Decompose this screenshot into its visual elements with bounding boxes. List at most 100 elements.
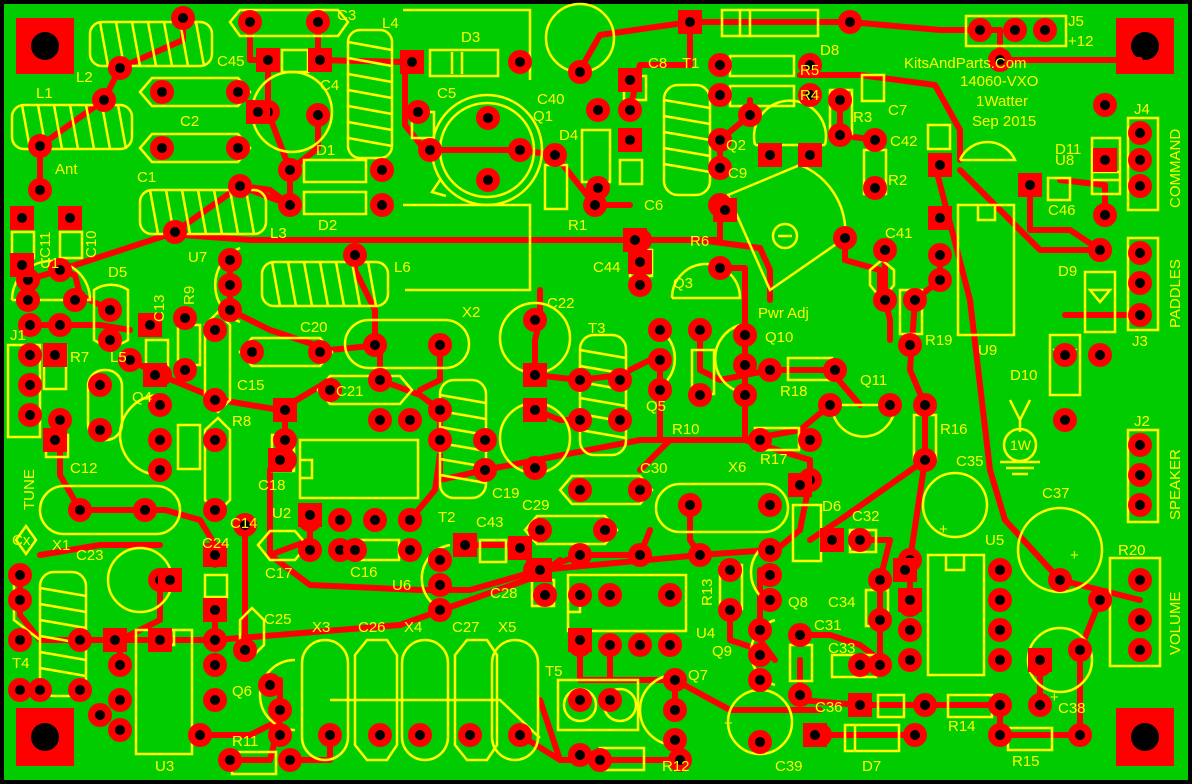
label-q7: Q7 bbox=[688, 667, 708, 684]
drill-hole bbox=[225, 305, 235, 315]
drill-hole bbox=[720, 205, 730, 215]
drill-hole bbox=[1100, 100, 1110, 110]
label-u6: U6 bbox=[392, 577, 411, 594]
drill-hole bbox=[835, 95, 845, 105]
label-d5: D5 bbox=[108, 264, 127, 281]
label-c20: C20 bbox=[300, 319, 328, 336]
label-c11: C11 bbox=[37, 232, 54, 258]
label-u9: U9 bbox=[978, 342, 997, 359]
drill-hole bbox=[405, 515, 415, 525]
label-x5: X5 bbox=[498, 619, 516, 636]
label-paddles: PADDLES bbox=[1167, 259, 1184, 328]
drill-hole bbox=[805, 150, 815, 160]
drill-hole bbox=[25, 410, 35, 420]
label-c13: C13 bbox=[151, 294, 168, 322]
drill-hole bbox=[105, 305, 115, 315]
drill-hole bbox=[905, 655, 915, 665]
label-u5: U5 bbox=[985, 532, 1004, 549]
drill-hole bbox=[15, 570, 25, 580]
drill-hole bbox=[1095, 595, 1105, 605]
label-t2: T2 bbox=[438, 509, 456, 526]
drill-hole bbox=[920, 455, 930, 465]
label-pwr-adj: Pwr Adj bbox=[758, 305, 809, 322]
label-l3: L3 bbox=[270, 225, 287, 242]
drill-hole bbox=[625, 105, 635, 115]
drill-hole bbox=[635, 550, 645, 560]
drill-hole bbox=[595, 755, 605, 765]
drill-hole bbox=[855, 700, 865, 710]
drill-hole bbox=[975, 25, 985, 35]
drill-hole bbox=[247, 347, 257, 357]
drill-hole bbox=[635, 640, 645, 650]
drill-hole bbox=[275, 455, 285, 465]
drill-hole bbox=[70, 295, 80, 305]
drill-hole bbox=[75, 505, 85, 515]
drill-hole bbox=[635, 280, 645, 290]
label-l1: L1 bbox=[36, 85, 53, 102]
drill-hole bbox=[210, 395, 220, 405]
drill-hole bbox=[335, 515, 345, 525]
drill-hole bbox=[1035, 700, 1045, 710]
drill-hole bbox=[593, 105, 603, 115]
label-q4: Q4 bbox=[132, 389, 152, 406]
drill-hole bbox=[240, 520, 250, 530]
drill-hole bbox=[880, 245, 890, 255]
drill-hole bbox=[1095, 245, 1105, 255]
drill-hole bbox=[655, 325, 665, 335]
drill-hole bbox=[17, 213, 27, 223]
label-c24: C24 bbox=[202, 535, 230, 552]
label-q9: Q9 bbox=[712, 643, 732, 660]
label-c16: C16 bbox=[350, 564, 378, 581]
drill-hole bbox=[1135, 645, 1145, 655]
drill-hole bbox=[1100, 210, 1110, 220]
drill-hole bbox=[95, 380, 105, 390]
drill-hole bbox=[157, 87, 167, 97]
label-c46: C46 bbox=[1048, 202, 1076, 219]
drill-hole bbox=[875, 660, 885, 670]
label-d2: D2 bbox=[318, 217, 337, 234]
drill-hole bbox=[435, 555, 445, 565]
drill-hole bbox=[805, 90, 815, 100]
drill-hole bbox=[480, 465, 490, 475]
label-r4: R4 bbox=[800, 87, 819, 104]
drill-hole bbox=[435, 580, 445, 590]
drill-hole bbox=[350, 250, 360, 260]
drill-hole bbox=[575, 415, 585, 425]
label-c21: C21 bbox=[336, 383, 364, 400]
title-line-4: Sep 2015 bbox=[972, 113, 1036, 130]
drill-hole bbox=[905, 625, 915, 635]
label-r15: R15 bbox=[1012, 753, 1040, 770]
component-pads bbox=[8, 6, 1152, 772]
label-c29: C29 bbox=[522, 497, 550, 514]
label-plus12: +12 bbox=[1068, 33, 1093, 50]
drill-hole bbox=[275, 730, 285, 740]
drill-hole bbox=[1135, 278, 1145, 288]
drill-hole bbox=[35, 141, 45, 151]
label-x3: X3 bbox=[312, 619, 330, 636]
drill-hole bbox=[655, 355, 665, 365]
drill-hole bbox=[305, 545, 315, 555]
drill-hole bbox=[325, 730, 335, 740]
drill-hole bbox=[575, 635, 585, 645]
drill-hole bbox=[370, 340, 380, 350]
drill-hole bbox=[55, 320, 65, 330]
label-c9: C9 bbox=[728, 165, 747, 182]
drill-hole bbox=[435, 340, 445, 350]
drill-hole bbox=[855, 535, 865, 545]
drill-hole bbox=[1095, 350, 1105, 360]
drill-hole bbox=[55, 265, 65, 275]
label-c40: C40 bbox=[537, 91, 565, 108]
drill-hole bbox=[530, 370, 540, 380]
label-u1: U1 bbox=[40, 255, 59, 272]
drill-hole bbox=[575, 695, 585, 705]
drill-hole bbox=[605, 695, 615, 705]
drill-hole bbox=[765, 150, 775, 160]
drill-hole bbox=[1035, 655, 1045, 665]
drill-hole bbox=[145, 320, 155, 330]
label-c30: C30 bbox=[640, 460, 668, 477]
drill-hole bbox=[795, 690, 805, 700]
drill-hole bbox=[377, 165, 387, 175]
drill-hole bbox=[180, 313, 190, 323]
label-r5: R5 bbox=[800, 62, 819, 79]
drill-hole bbox=[695, 550, 705, 560]
